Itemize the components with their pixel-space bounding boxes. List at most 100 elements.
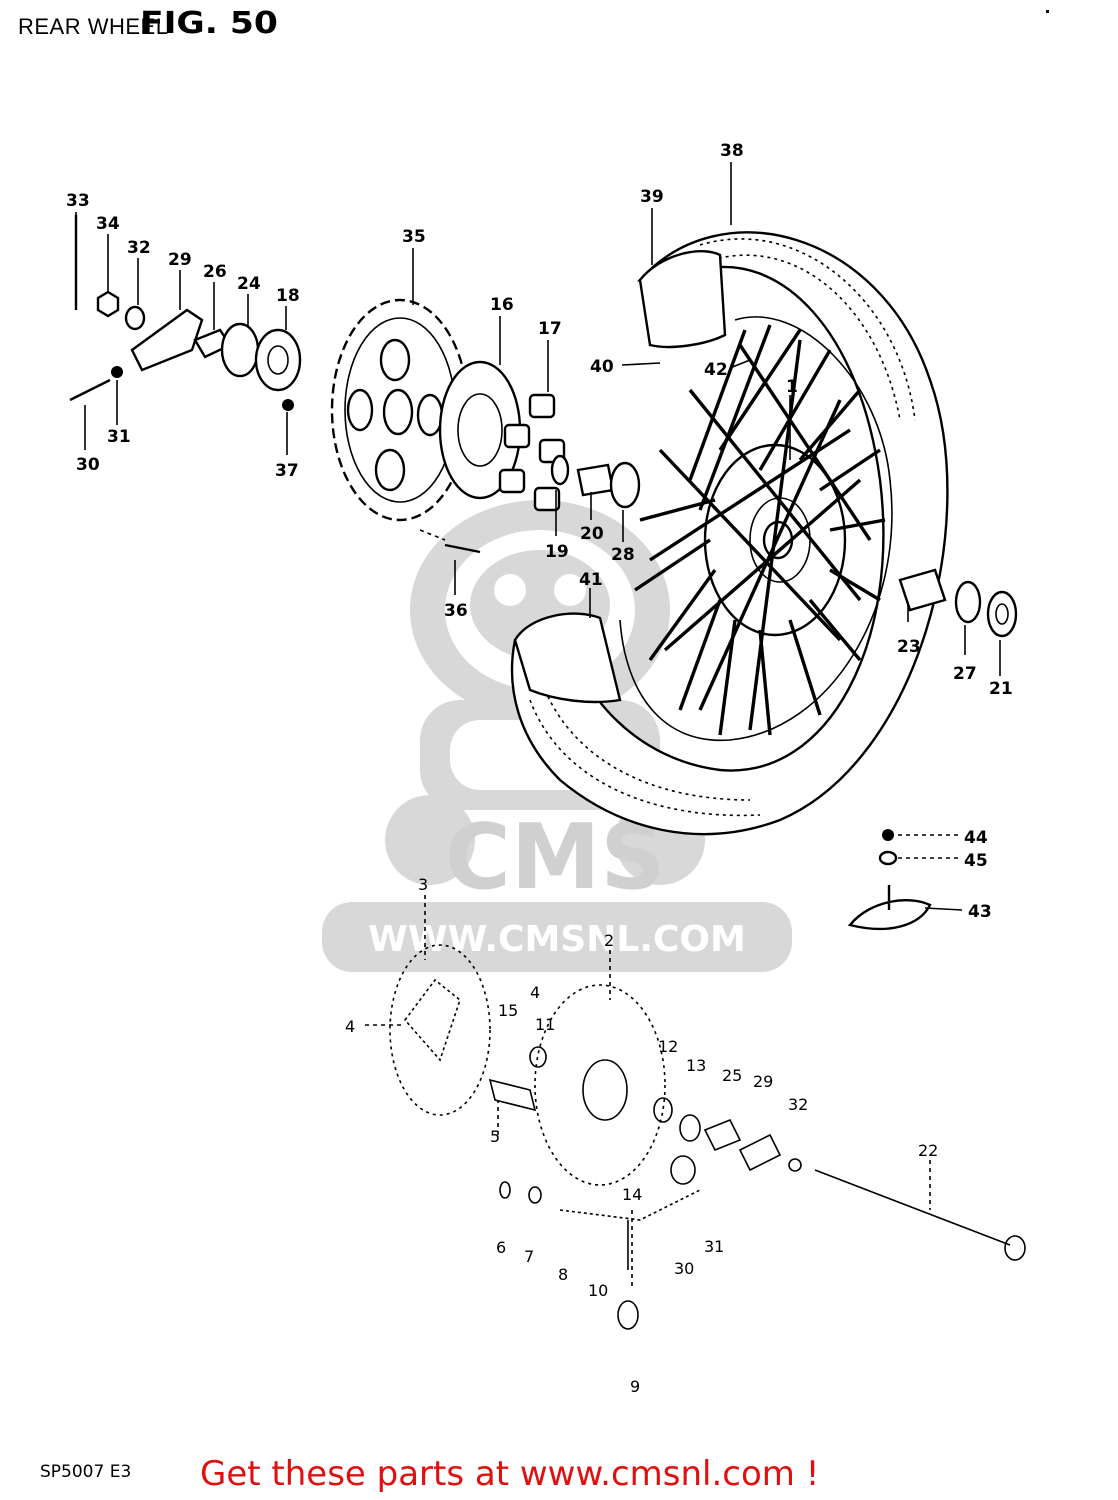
callout-21: 21: [989, 679, 1013, 699]
callout-33: 33: [66, 191, 90, 211]
callout-7: 7: [524, 1247, 534, 1266]
callout-32-lower: 32: [788, 1095, 808, 1114]
callout-34: 34: [96, 214, 120, 234]
nut-34: [96, 290, 120, 318]
callout-40: 40: [590, 357, 614, 377]
damper-set-17: [498, 393, 566, 512]
parts-promo-link[interactable]: Get these parts at www.cmsnl.com !: [200, 1454, 820, 1494]
oil-seal-21: [986, 590, 1018, 638]
callout-14: 14: [622, 1185, 642, 1204]
callout-30: 30: [76, 455, 100, 475]
part-25: [703, 1118, 742, 1152]
bearing-24: [220, 322, 260, 378]
callout-42: 42: [704, 360, 728, 380]
callout-44: 44: [964, 828, 988, 848]
callout-4-left: 4: [345, 1017, 355, 1036]
page-title: REAR WHEEL: [18, 14, 169, 39]
callout-31-lower: 31: [704, 1237, 724, 1256]
callout-22: 22: [918, 1141, 938, 1160]
callout-17: 17: [538, 319, 562, 339]
rear-tire-38: [510, 231, 949, 836]
wheel-rim-and-spokes: [619, 316, 893, 742]
adjuster-parts-group: [69, 215, 302, 411]
bearing-28: [609, 461, 641, 509]
callout-24: 24: [237, 274, 261, 294]
drawing-code: SP5007 E3: [40, 1462, 132, 1482]
callout-18: 18: [276, 286, 300, 306]
part-6: [499, 1181, 511, 1199]
callout-1: 1: [786, 377, 798, 397]
callout-10: 10: [588, 1281, 608, 1300]
callout-43: 43: [968, 902, 992, 922]
watermark-banner: [322, 902, 792, 972]
inner-tube-39: [638, 250, 727, 349]
callout-37: 37: [275, 461, 299, 481]
bolt-30: [69, 378, 111, 402]
nut-37: [282, 399, 294, 411]
nut-31: [111, 366, 123, 378]
callout-15: 15: [498, 1001, 518, 1020]
callout-23: 23: [897, 637, 921, 657]
callout-39: 39: [640, 187, 664, 207]
valve-nut-45: [878, 850, 898, 866]
callout-25: 25: [722, 1066, 742, 1085]
callout-26: 26: [203, 262, 227, 282]
brake-lever-14: [559, 1189, 701, 1221]
axle-22: [814, 1169, 1011, 1246]
chain-adjuster-29: [130, 308, 204, 372]
callout-38: 38: [720, 141, 744, 161]
exploded-parts-diagram: CMS WWW.CMSNL.COM: [66, 141, 1026, 1396]
watermark-url: WWW.CMSNL.COM: [368, 919, 746, 960]
callout-45: 45: [964, 851, 988, 871]
scan-speck: [1046, 10, 1049, 13]
rim-band-43: [847, 898, 932, 931]
callout-20: 20: [580, 524, 604, 544]
spoke-lattice: [634, 324, 886, 736]
spacer-23: [898, 568, 947, 612]
valve-cap-44: [882, 829, 894, 841]
camshaft-5: [488, 1078, 537, 1112]
leader-lines: [75, 162, 1001, 1290]
callout-28: 28: [611, 545, 635, 565]
callout-19: 19: [545, 542, 569, 562]
washer-12: [653, 1097, 673, 1123]
washer-7: [528, 1186, 542, 1204]
callout-35: 35: [402, 227, 426, 247]
callout-16: 16: [490, 295, 514, 315]
washer-32: [124, 305, 146, 331]
adjuster-29-lower: [738, 1133, 782, 1172]
oil-seal-11: [529, 1046, 547, 1068]
callout-13: 13: [686, 1056, 706, 1075]
callout-5: 5: [490, 1127, 500, 1146]
callout-11: 11: [535, 1015, 555, 1034]
part-13: [679, 1114, 701, 1142]
nut-32-lower: [788, 1158, 802, 1172]
callout-12: 12: [658, 1037, 678, 1056]
callout-27: 27: [953, 664, 977, 684]
callout-2: 2: [604, 931, 614, 950]
callout-9: 9: [630, 1377, 640, 1396]
callout-29: 29: [168, 250, 192, 270]
brake-assembly: [389, 944, 1026, 1330]
figure-label: FIG. 50: [140, 6, 278, 41]
callout-29-lower: 29: [753, 1072, 773, 1091]
watermark-brand: CMS: [445, 805, 665, 910]
oil-seal-18: [254, 328, 302, 392]
callout-32: 32: [127, 238, 151, 258]
brake-shoes-3: [389, 944, 491, 1116]
bearing-27: [954, 580, 982, 624]
brake-panel-2: [534, 984, 666, 1186]
callout-labels: 33 34 32 29 26 24 18 30 31 37 35 36 16 1…: [66, 141, 1013, 1396]
callout-30-lower: 30: [674, 1259, 694, 1278]
spacer-20: [576, 463, 615, 497]
callout-3: 3: [418, 875, 428, 894]
callout-8: 8: [558, 1265, 568, 1284]
callout-31: 31: [107, 427, 131, 447]
sprocket-drum-16: [438, 360, 522, 500]
callout-41: 41: [579, 570, 603, 590]
o-ring-19: [550, 454, 570, 486]
part-9: [617, 1300, 639, 1330]
tube-end-41: [513, 612, 622, 704]
callout-4-top: 4: [530, 983, 540, 1002]
callout-36: 36: [444, 601, 468, 621]
